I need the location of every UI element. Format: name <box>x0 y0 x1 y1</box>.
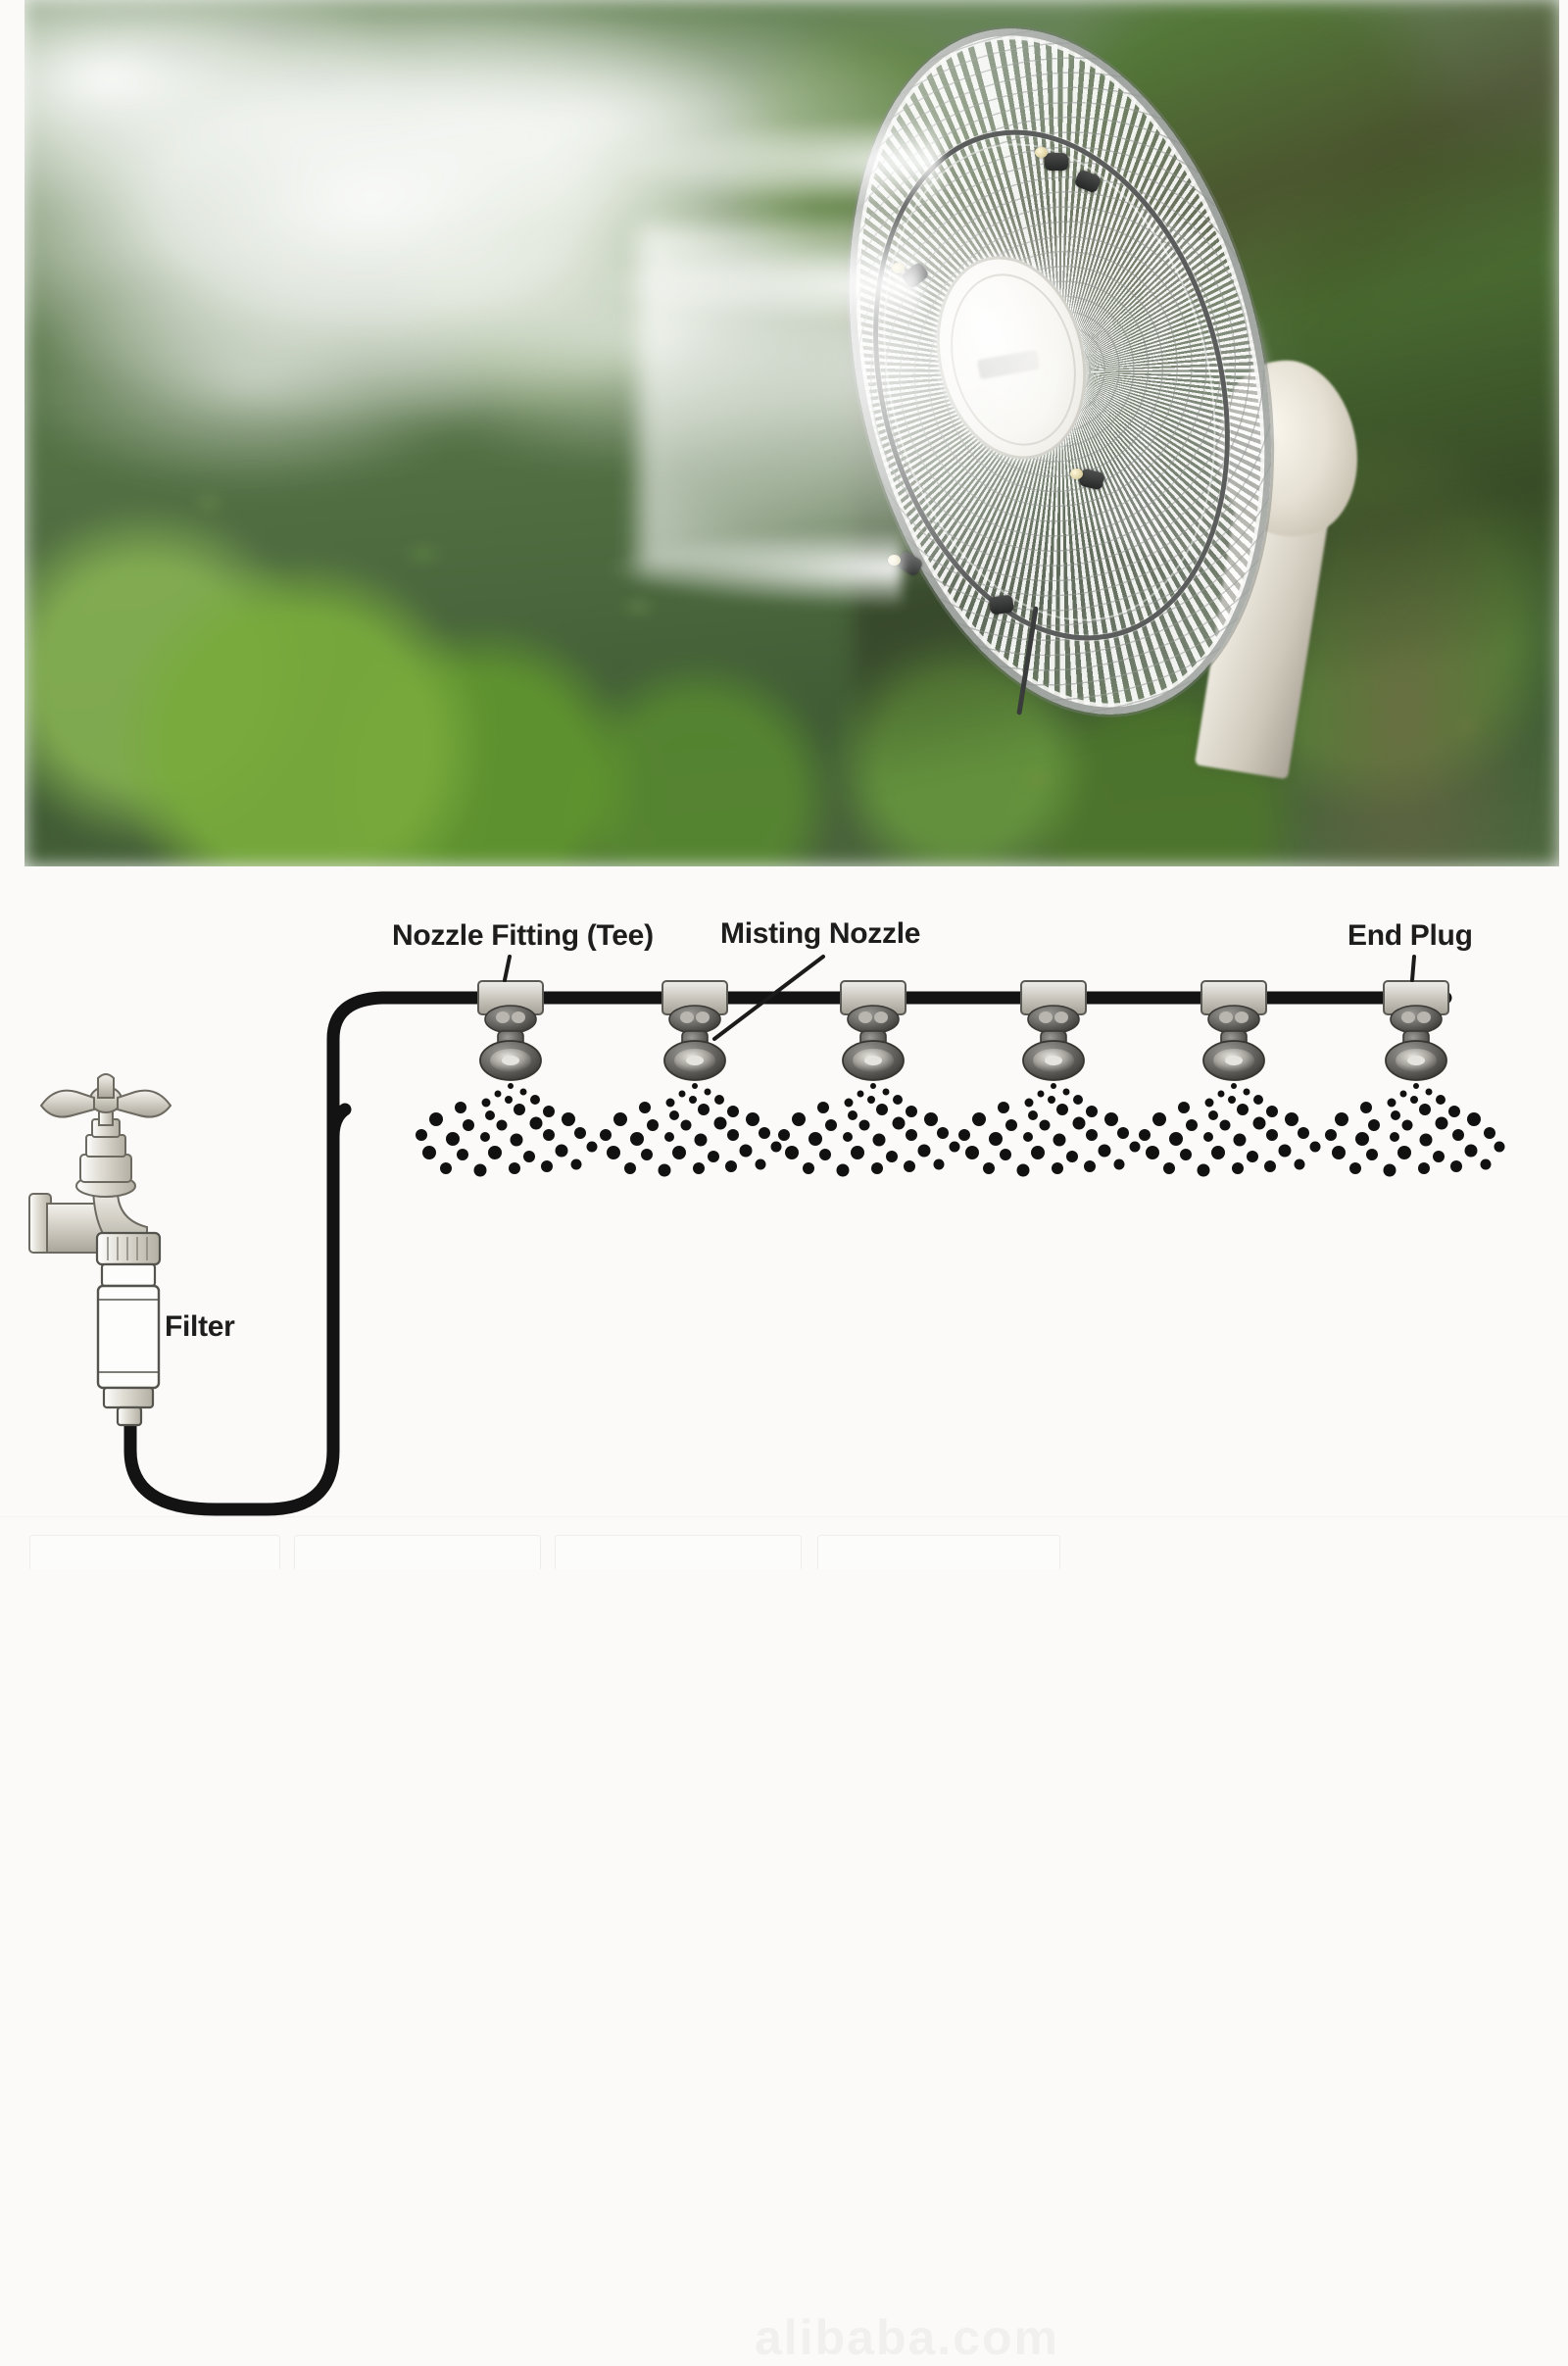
strip-divider <box>0 1516 1568 1517</box>
label-nozzle-fitting-tee: Nozzle Fitting (Tee) <box>392 919 654 952</box>
thumbnail-strip <box>0 1535 1568 1569</box>
leader-nozzle-fitting <box>503 955 512 982</box>
faucet <box>28 1073 172 1257</box>
label-end-plug: End Plug <box>1348 919 1473 952</box>
nozzle-assembly-3 <box>840 980 906 1081</box>
nozzle-assembly-1 <box>477 980 544 1081</box>
mist-dot-cluster-1 <box>416 1083 598 1177</box>
tee-nozzle-group <box>477 980 1449 1081</box>
mist-dot-cluster-2 <box>600 1083 782 1177</box>
thumbnail-item-2[interactable] <box>294 1535 541 1569</box>
filter-cartridge <box>95 1231 162 1427</box>
mist-dot-cluster-4 <box>958 1083 1141 1177</box>
screenshot-root: alibaba.com Nozzle Fitting (Tee) Misting… <box>0 0 1568 1568</box>
mist-streak <box>638 224 1130 572</box>
faucet-handle <box>39 1073 172 1118</box>
mist-dot-cluster-3 <box>778 1083 960 1177</box>
product-photo[interactable] <box>24 0 1559 866</box>
label-misting-nozzle: Misting Nozzle <box>720 917 921 950</box>
mist-dot-cluster-5 <box>1139 1083 1321 1177</box>
thumbnail-item-1[interactable] <box>29 1535 280 1569</box>
leader-end-plug <box>1410 955 1416 982</box>
supply-tube-path <box>123 991 1452 1516</box>
thumbnail-item-4[interactable] <box>817 1535 1060 1569</box>
nozzle-assembly-6-end-plug <box>1383 980 1449 1081</box>
label-filter: Filter <box>165 1310 235 1343</box>
manifold-assembly <box>416 955 1505 1177</box>
diagram-svg <box>28 955 1505 1516</box>
mist-dot-cluster-6 <box>1325 1083 1505 1177</box>
nozzle-assembly-2 <box>662 980 728 1081</box>
nozzle-assembly-5 <box>1200 980 1267 1081</box>
leader-lines <box>503 955 1416 1041</box>
mist-spray-dots <box>416 1083 1505 1177</box>
watermark: alibaba.com <box>755 2310 1059 2365</box>
thumbnail-item-3[interactable] <box>555 1535 802 1569</box>
nozzle-assembly-4 <box>1020 980 1087 1081</box>
leader-misting-nozzle <box>712 955 825 1041</box>
photo-inner <box>24 0 1559 866</box>
misting-system-diagram: alibaba.com <box>0 868 1568 2365</box>
